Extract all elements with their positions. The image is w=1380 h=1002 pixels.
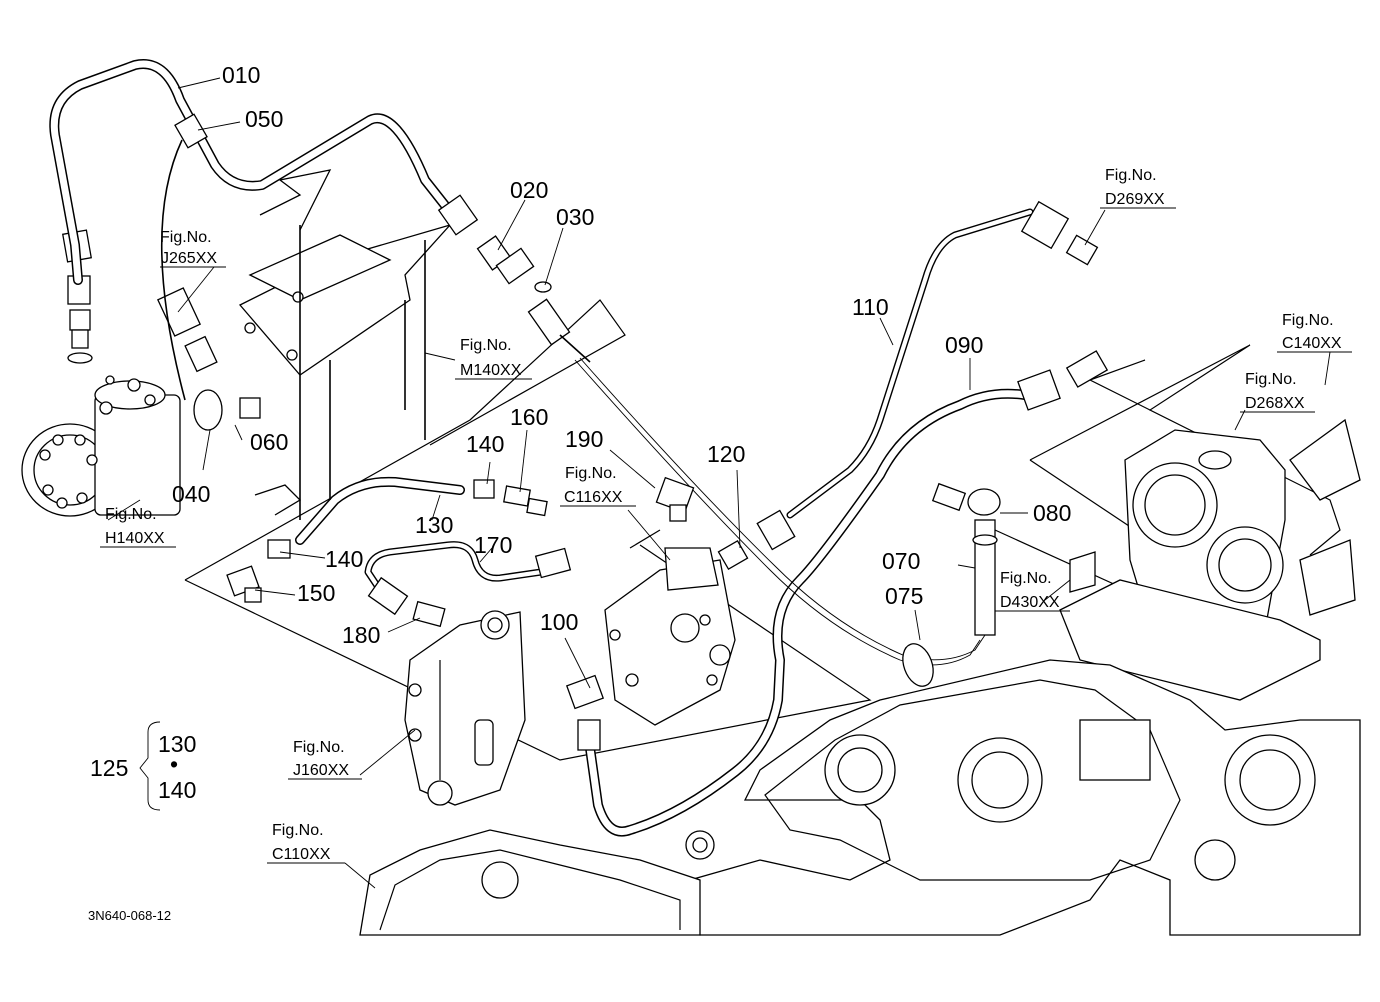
callout-120: 120 [707,441,745,467]
fig-label-d430: Fig.No. [1000,570,1052,587]
drawing-code: 3N640-068-12 [88,908,171,923]
fig-ref-c140: C140XX [1282,335,1342,352]
callout-150: 150 [297,580,335,606]
callout-170: 170 [474,532,512,558]
callout-130-set: 130 [158,731,196,757]
labels: 010 050 020 030 060 040 110 090 080 070 … [88,62,1352,923]
callout-110: 110 [852,294,889,320]
callout-080: 080 [1033,500,1071,526]
callout-020: 020 [510,177,548,203]
callout-140-top: 140 [466,431,504,457]
fig-ref-m140: M140XX [460,362,522,379]
fig-label-j160: Fig.No. [293,739,345,756]
fig-label-d268: Fig.No. [1245,371,1297,388]
callout-125: 125 [90,755,128,781]
fig-ref-j265: J265XX [161,250,217,267]
metal-pipes [364,208,1034,666]
fig-label-c140: Fig.No. [1282,312,1334,329]
callout-090: 090 [945,332,983,358]
callout-050: 050 [245,106,283,132]
fig-ref-c110: C110XX [272,846,331,863]
callout-030: 030 [556,204,594,230]
callout-130: 130 [415,512,453,538]
callout-180: 180 [342,622,380,648]
set-separator-dot: • [170,751,178,777]
callout-070: 070 [882,548,920,574]
fig-label-d269: Fig.No. [1105,167,1157,184]
callout-160: 160 [510,404,548,430]
callout-010: 010 [222,62,260,88]
leader-lines [107,77,1331,889]
fig-label-c110: Fig.No. [272,822,324,839]
fig-label-j265: Fig.No. [160,229,212,246]
fig-label-h140: Fig.No. [105,506,157,523]
fig-ref-d268: D268XX [1245,395,1305,412]
control-valve [404,610,526,806]
hydraulic-hoses [49,59,1030,837]
fig-ref-d430: D430XX [1000,594,1060,611]
fig-label-c116: Fig.No. [565,465,617,482]
steering-unit [21,229,181,517]
valve-body [604,547,736,726]
fig-label-m140: Fig.No. [460,337,512,354]
callout-140-mid: 140 [325,546,363,572]
fig-ref-c116: C116XX [564,489,623,506]
callout-040: 040 [172,481,210,507]
fig-ref-d269: D269XX [1105,191,1165,208]
callout-190: 190 [565,426,603,452]
fig-ref-j160: J160XX [293,762,349,779]
fig-ref-h140: H140XX [105,530,165,547]
callout-075: 075 [885,583,923,609]
callout-100: 100 [540,609,578,635]
transmission-housing [359,418,1361,936]
callout-060: 060 [250,429,288,455]
mounting-bracket [238,169,453,520]
callout-140-set: 140 [158,777,196,803]
